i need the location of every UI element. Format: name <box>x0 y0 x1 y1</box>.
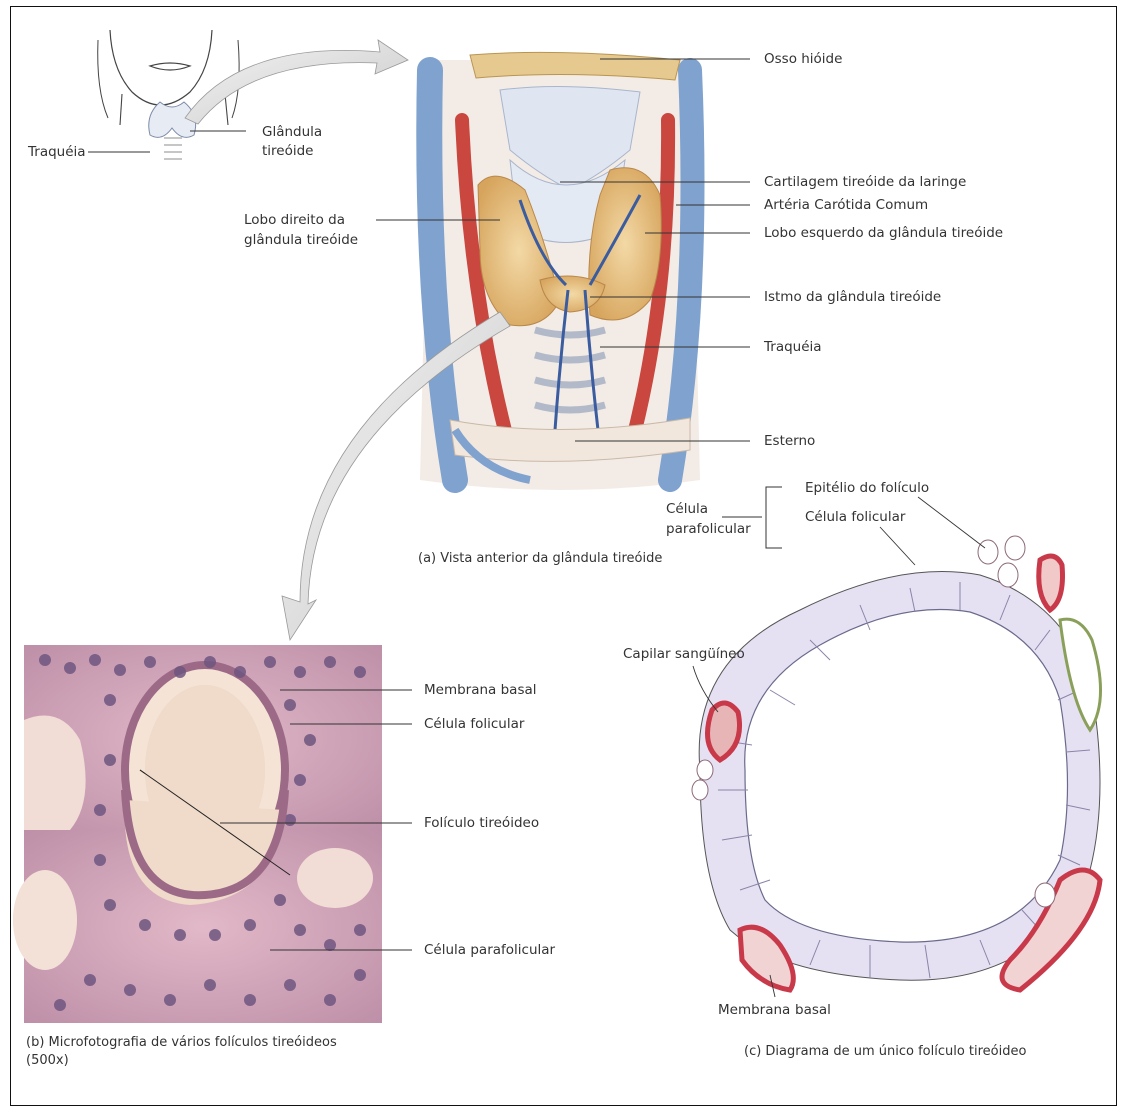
caption-panel-b-2: (500x) <box>26 1052 69 1069</box>
legend-follicular-cell: Célula folicular <box>805 509 905 526</box>
legend-parafollicular: Célula <box>666 501 708 518</box>
label-basal-membrane-b: Membrana basal <box>424 682 537 699</box>
label-follicular-cell-b: Célula folicular <box>424 716 524 733</box>
label-thyroid-cartilage: Cartilagem tireóide da laringe <box>764 174 966 191</box>
caption-panel-c: (c) Diagrama de um único folículo tireói… <box>744 1043 1026 1060</box>
arrow-head-to-anatomy <box>185 40 408 124</box>
label-parafollicular-b: Célula parafolicular <box>424 942 555 959</box>
legend-bracket <box>722 487 782 548</box>
follicle-diagram <box>692 536 1101 990</box>
label-trachea-small: Traquéia <box>28 144 86 161</box>
label-carotid: Artéria Carótida Comum <box>764 197 928 214</box>
label-isthmus: Istmo da glândula tireóide <box>764 289 941 306</box>
label-hyoid: Osso hióide <box>764 51 842 68</box>
caption-panel-a: (a) Vista anterior da glândula tireóide <box>418 550 662 567</box>
label-basal-membrane-c: Membrana <box>718 1002 790 1019</box>
label-basal-membrane-c-2: basal <box>795 1002 831 1019</box>
label-gland-small: Glândula <box>262 124 322 141</box>
label-right-lobe-2: glândula tireóide <box>244 232 358 249</box>
label-capillary: Capilar sangüíneo <box>623 646 745 663</box>
legend-epithelium: Epitélio do folículo <box>805 480 929 497</box>
legend-parafollicular-2: parafolicular <box>666 521 751 538</box>
label-sternum: Esterno <box>764 433 815 450</box>
caption-panel-b: (b) Microfotografia de vários folículos … <box>26 1034 337 1051</box>
label-right-lobe: Lobo direito da <box>244 212 345 229</box>
label-left-lobe: Lobo esquerdo da glândula tireóide <box>764 225 1003 242</box>
thyroid-anatomy-illustration <box>420 52 700 490</box>
label-gland-small-2: tireóide <box>262 143 314 160</box>
label-trachea: Traquéia <box>764 339 822 356</box>
label-follicle-b: Folículo tireóideo <box>424 815 539 832</box>
